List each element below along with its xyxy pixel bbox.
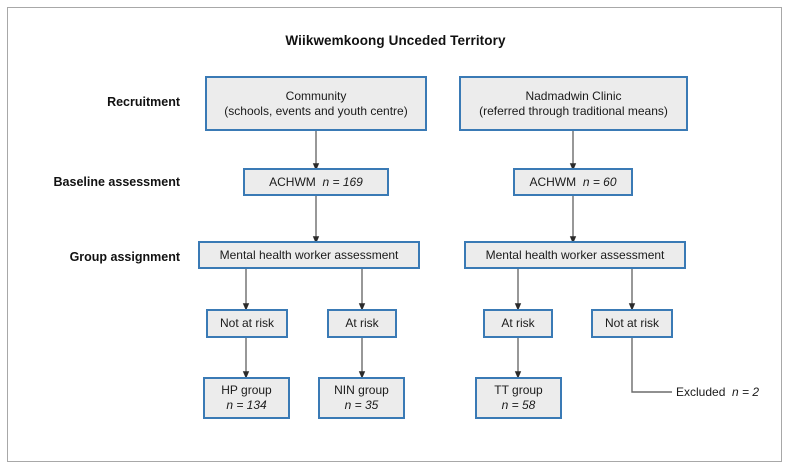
node-line-1: At risk — [345, 316, 379, 330]
achwm-label: ACHWM — [529, 174, 577, 189]
stage-label-baseline-assessment: Baseline assessment — [53, 175, 180, 189]
node-line-2: (referred through traditional means) — [479, 103, 668, 118]
node-line-1: Mental health worker assessment — [485, 247, 665, 262]
node-line-1: TT group — [494, 383, 543, 397]
node-line-2: (schools, events and youth centre) — [224, 103, 408, 118]
node-risk-left-not-at-risk[interactable]: Not at risk — [206, 309, 288, 338]
achwm-n: n = 60 — [582, 174, 617, 189]
node-group-nin[interactable]: NIN group n = 35 — [318, 377, 405, 419]
node-group-tt[interactable]: TT group n = 58 — [475, 377, 562, 419]
stage-label-group-assignment: Group assignment — [69, 250, 180, 264]
node-line-2: n = 134 — [226, 398, 267, 412]
annotation-excluded: Excluded n = 2 — [676, 385, 759, 399]
node-line-1: Not at risk — [604, 316, 659, 330]
excluded-n: n = 2 — [732, 385, 760, 399]
node-recruitment-clinic[interactable]: Nadmadwin Clinic (referred through tradi… — [459, 76, 688, 131]
node-recruitment-community[interactable]: Community (schools, events and youth cen… — [205, 76, 427, 131]
node-line-1: NIN group — [334, 383, 389, 397]
node-risk-left-at-risk[interactable]: At risk — [327, 309, 397, 338]
node-line-2: n = 58 — [501, 398, 536, 412]
node-line-1: Mental health worker assessment — [219, 247, 399, 262]
node-line-1: HP group — [221, 383, 272, 397]
node-assessment-left[interactable]: Mental health worker assessment — [198, 241, 420, 269]
node-line-1: Nadmadwin Clinic — [525, 88, 622, 103]
node-risk-right-not-at-risk[interactable]: Not at risk — [591, 309, 673, 338]
node-risk-right-at-risk[interactable]: At risk — [483, 309, 553, 338]
stage-label-recruitment: Recruitment — [107, 95, 180, 109]
achwm-n: n = 169 — [322, 174, 363, 189]
node-assessment-right[interactable]: Mental health worker assessment — [464, 241, 686, 269]
node-baseline-text: ACHWM n = 60 — [529, 175, 616, 190]
node-line-1: Not at risk — [219, 316, 274, 330]
node-group-hp[interactable]: HP group n = 134 — [203, 377, 290, 419]
node-baseline-achwm-left[interactable]: ACHWM n = 169 — [243, 168, 389, 196]
node-line-2: n = 35 — [344, 398, 379, 412]
achwm-label: ACHWM — [269, 174, 316, 189]
node-baseline-achwm-right[interactable]: ACHWM n = 60 — [513, 168, 633, 196]
figure-title: Wiikwemkoong Unceded Territory — [285, 33, 506, 48]
node-baseline-text: ACHWM n = 169 — [269, 175, 363, 190]
excluded-text: Excluded — [676, 385, 726, 399]
node-line-1: Community — [285, 88, 347, 103]
node-line-1: At risk — [501, 316, 535, 330]
